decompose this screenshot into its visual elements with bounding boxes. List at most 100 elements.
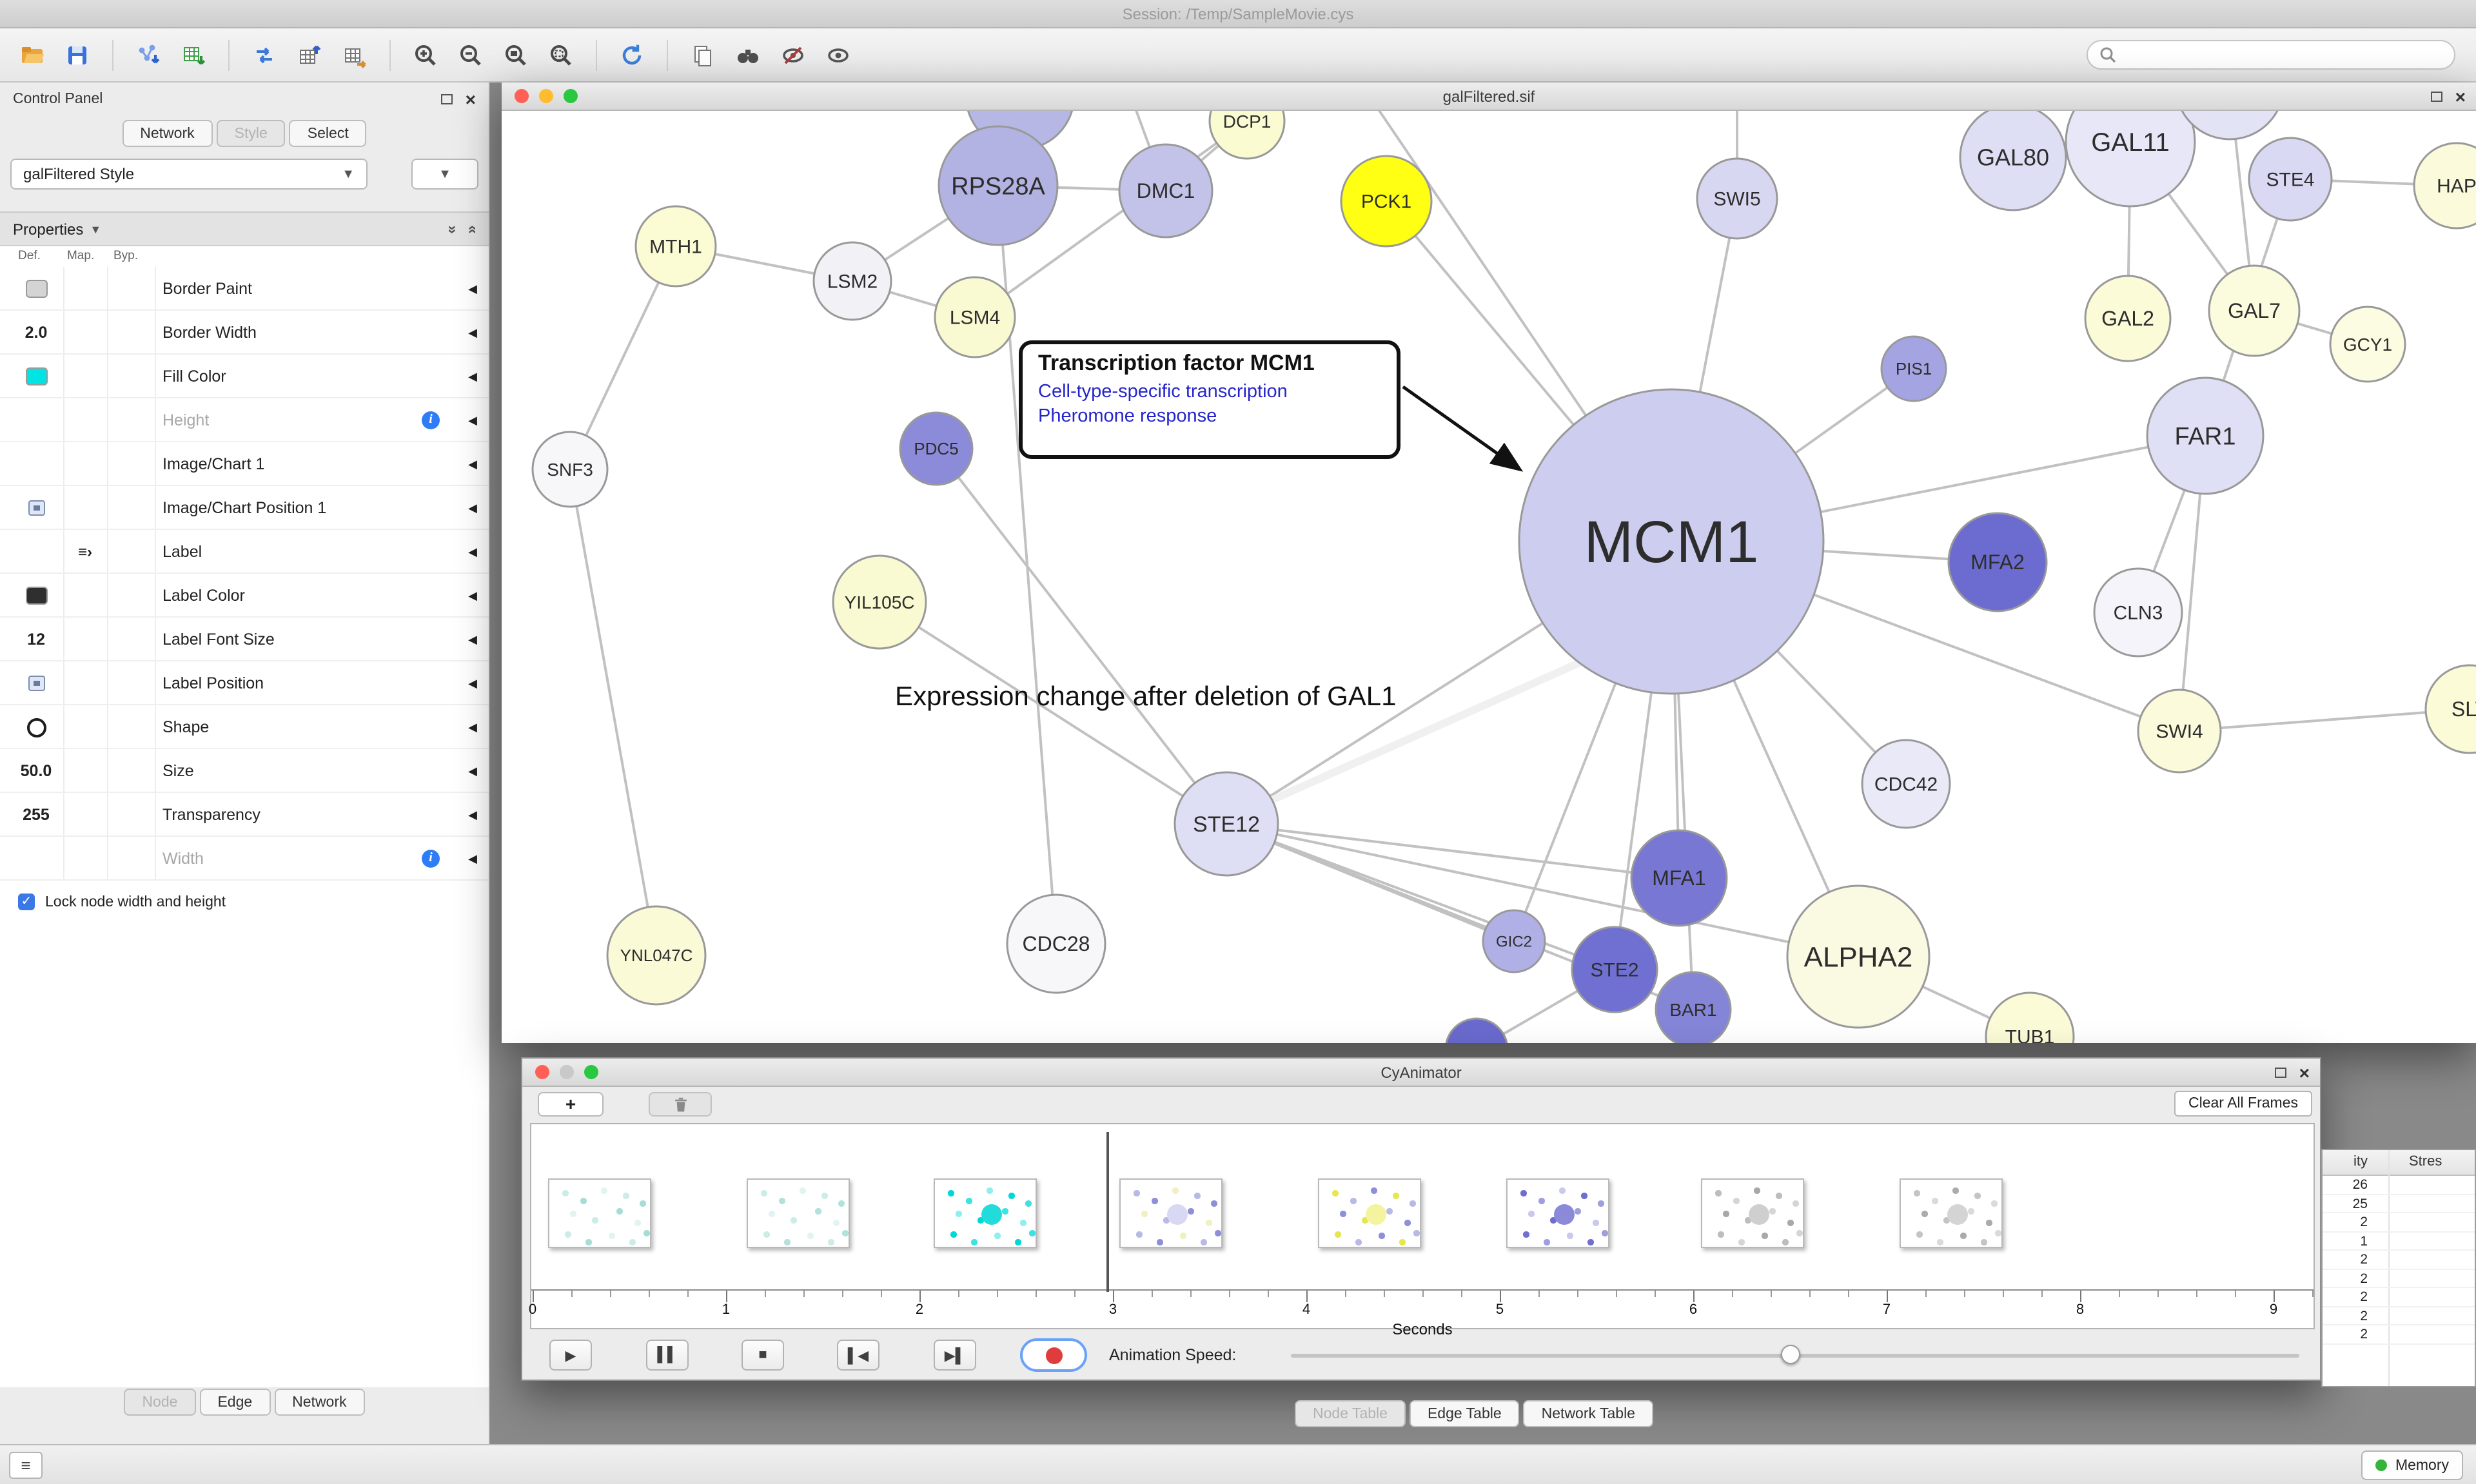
node-MFA1[interactable] (1630, 829, 1728, 927)
save-session-button[interactable] (58, 35, 97, 74)
expand-row-icon[interactable]: ◀ (468, 370, 477, 383)
column-header-ity[interactable]: ity (2353, 1154, 2368, 1169)
node-GAL2[interactable] (2084, 275, 2172, 362)
default-value-text[interactable]: 50.0 (20, 762, 52, 780)
table-header[interactable]: ity Stres (2323, 1150, 2475, 1176)
info-icon[interactable]: i (422, 411, 440, 429)
export-network-button[interactable] (335, 35, 374, 74)
expand-row-icon[interactable]: ◀ (468, 852, 477, 865)
close-traffic-light[interactable] (515, 89, 529, 103)
node-GAL7[interactable] (2208, 264, 2301, 357)
property-row-label-position[interactable]: Label Position◀ (0, 661, 489, 705)
expand-row-icon[interactable]: ◀ (468, 589, 477, 602)
close-window-icon[interactable]: × (2299, 1062, 2310, 1083)
node-PDC5[interactable] (899, 411, 974, 486)
column-header-stress[interactable]: Stres (2409, 1154, 2442, 1169)
next-frame-button[interactable]: ▶▌ (934, 1340, 976, 1371)
search-input[interactable] (2124, 46, 2442, 64)
float-window-icon[interactable] (440, 94, 453, 104)
network-edge[interactable] (1226, 823, 1615, 971)
float-window-icon[interactable] (2430, 92, 2442, 102)
expand-row-icon[interactable]: ◀ (468, 326, 477, 339)
node-LSM2[interactable] (812, 241, 892, 321)
expand-row-icon[interactable]: ◀ (468, 282, 477, 295)
zoom-selected-button[interactable] (542, 35, 580, 74)
expand-row-icon[interactable]: ◀ (468, 545, 477, 558)
network-edge[interactable] (569, 469, 658, 956)
lock-size-checkbox[interactable]: ✓ (18, 893, 35, 910)
node-MTH1[interactable] (634, 205, 717, 288)
node-CLN3[interactable] (2093, 567, 2183, 658)
expand-row-icon[interactable]: ◀ (468, 458, 477, 471)
default-value-text[interactable]: 255 (23, 806, 50, 824)
mapping-icon[interactable]: ≡› (78, 543, 92, 561)
collapse-all-icon[interactable]: » (462, 224, 481, 233)
tab-edge-style[interactable]: Edge (199, 1389, 271, 1416)
node-TUB1[interactable] (1985, 991, 2075, 1043)
search-network-button[interactable] (729, 35, 767, 74)
network-edge[interactable] (569, 246, 677, 470)
tab-select[interactable]: Select (289, 120, 367, 147)
node-YIL105C[interactable] (832, 554, 927, 650)
property-row-label-color[interactable]: Label Color◀ (0, 574, 489, 618)
refresh-view-button[interactable] (613, 35, 651, 74)
import-table-button[interactable] (174, 35, 213, 74)
previous-frame-button[interactable]: ▌◀ (837, 1340, 879, 1371)
node-STE4[interactable] (2248, 137, 2333, 222)
cyanimator-titlebar[interactable]: CyAnimator × (522, 1059, 2320, 1087)
zoom-fit-button[interactable] (496, 35, 535, 74)
node-GIC2[interactable] (1482, 909, 1546, 973)
expand-row-icon[interactable]: ◀ (468, 414, 477, 427)
property-row-border-paint[interactable]: Border Paint◀ (0, 267, 489, 311)
shape-circle-icon[interactable] (26, 718, 46, 737)
import-network-button[interactable] (129, 35, 168, 74)
zoom-in-button[interactable] (406, 35, 445, 74)
frame-thumbnail-1[interactable] (747, 1178, 850, 1248)
node-LSM4[interactable] (934, 276, 1016, 358)
frame-thumbnail-2[interactable] (934, 1178, 1037, 1248)
table-row[interactable]: 2 (2323, 1269, 2475, 1288)
lock-size-row[interactable]: ✓ Lock node width and height (18, 893, 226, 910)
frame-thumbnail-0[interactable] (548, 1178, 651, 1248)
node-N_BOT1[interactable] (1445, 1017, 1508, 1043)
node-CDC42[interactable] (1861, 739, 1951, 829)
highlighted-edge[interactable] (1254, 642, 1619, 811)
node-MFA2[interactable] (1947, 512, 2048, 612)
network-edge[interactable] (1226, 823, 1680, 879)
pause-button[interactable]: ▌▌ (646, 1340, 689, 1371)
minimize-traffic-light[interactable] (560, 1065, 574, 1079)
tab-network-style[interactable]: Network (274, 1389, 365, 1416)
expand-row-icon[interactable]: ◀ (468, 808, 477, 821)
node-BAR1[interactable] (1655, 971, 1732, 1043)
search-box[interactable] (2087, 40, 2455, 70)
node-YNL047C[interactable] (606, 905, 707, 1006)
node-DCP1[interactable] (1208, 111, 1286, 160)
zoom-out-button[interactable] (451, 35, 490, 74)
annotation-box[interactable]: Transcription factor MCM1 Cell-type-spec… (1019, 340, 1400, 459)
default-value-text[interactable]: 12 (27, 630, 45, 649)
default-value-icon[interactable] (28, 500, 44, 516)
network-edge[interactable] (935, 447, 1228, 825)
node-SWI5[interactable] (1696, 157, 1778, 240)
zoom-traffic-light[interactable] (584, 1065, 598, 1079)
tab-node-style[interactable]: Node (124, 1389, 196, 1416)
close-window-icon[interactable]: × (2455, 86, 2466, 107)
expand-row-icon[interactable]: ◀ (468, 721, 477, 734)
table-row[interactable]: 1 (2323, 1232, 2475, 1251)
slider-thumb[interactable] (1781, 1345, 1800, 1364)
node-ALPHA2[interactable] (1786, 884, 1931, 1029)
default-value-swatch[interactable] (25, 280, 47, 298)
expand-all-icon[interactable]: » (443, 224, 462, 233)
import-network-from-file-button[interactable] (245, 35, 284, 74)
table-row[interactable]: 2 (2323, 1213, 2475, 1232)
node-MCM1[interactable] (1518, 388, 1825, 695)
tab-network-table[interactable]: Network Table (1523, 1400, 1653, 1427)
default-value-icon[interactable] (28, 676, 44, 691)
timeline-playhead[interactable] (1106, 1132, 1109, 1292)
default-value-swatch[interactable] (25, 367, 47, 386)
